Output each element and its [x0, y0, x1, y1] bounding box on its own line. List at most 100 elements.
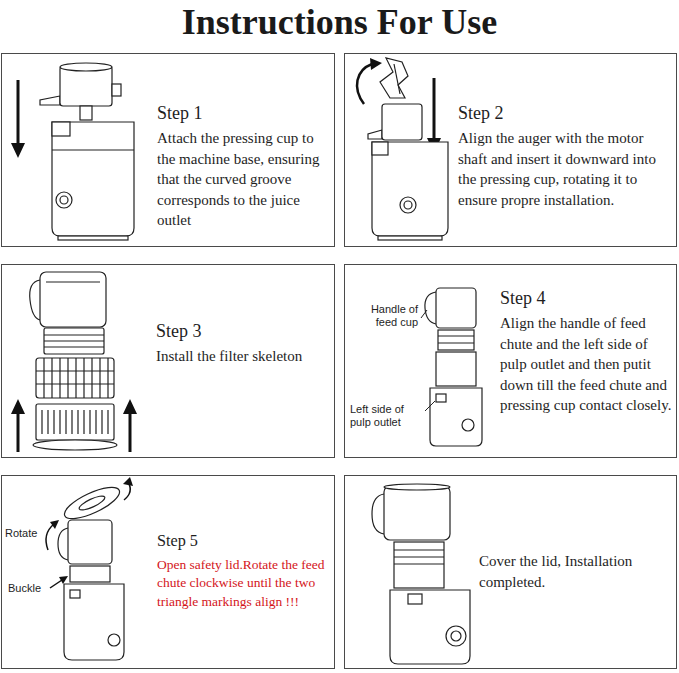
- step1-illustration: [60, 196, 68, 204]
- step-heading: Step 2: [458, 102, 674, 124]
- step2-illustration: [404, 201, 412, 209]
- step2-illustration: [380, 58, 408, 98]
- step-panel: Step 1Attach the pressing cup to the mac…: [1, 53, 335, 247]
- step3-illustration: [123, 399, 137, 414]
- step4-illustration: [425, 292, 436, 324]
- step3-illustration: [44, 340, 104, 341]
- step4-illustration: [436, 394, 446, 402]
- step2-illustration: [357, 64, 372, 104]
- step-instruction: Install the filter skeleton: [156, 346, 330, 367]
- part-label: Left side of pulp outlet: [350, 403, 422, 429]
- step1-illustration: [56, 192, 72, 208]
- step6-illustration: [372, 484, 470, 664]
- step3-illustration: [36, 383, 114, 384]
- step-text: Step 5 Open safety lid.Rotate the feed ch…: [157, 532, 333, 611]
- step5-illustration: [108, 634, 120, 646]
- step1-illustration: [52, 122, 70, 136]
- step4-illustration: [436, 352, 476, 386]
- step3-illustration: [46, 281, 100, 282]
- step2-illustration: [370, 58, 382, 70]
- step-heading: Step 4: [500, 287, 674, 309]
- step-text: Step 4 Align the handle of feed chute and…: [500, 287, 674, 416]
- step4-illustration: [436, 288, 476, 328]
- step1-illustration: [40, 96, 60, 105]
- step4-illustration: [421, 288, 482, 446]
- step-instruction: Attach the pressing cup to the machine b…: [157, 128, 331, 231]
- step3-illustration: [129, 412, 132, 452]
- step4-illustration: [462, 419, 474, 431]
- step5-illustration: [70, 590, 80, 598]
- step6-illustration: [390, 590, 470, 664]
- step1-illustration: [112, 84, 121, 96]
- step3-illustration: [36, 370, 114, 371]
- step3-illustration: [33, 440, 117, 450]
- step6-illustration: [451, 631, 461, 641]
- step2-illustration: [372, 142, 388, 155]
- step3-illustration: [11, 399, 25, 414]
- step6-illustration: [408, 594, 422, 604]
- part-label: Handle of feed cup: [360, 303, 418, 329]
- step5-illustration: [46, 524, 54, 550]
- part-label: Buckle: [8, 582, 48, 595]
- part-label: Rotate: [5, 527, 45, 540]
- step1-illustration: [58, 236, 128, 240]
- step3-illustration: [17, 412, 20, 452]
- step5-illustration: [70, 566, 110, 582]
- step5-illustration: [64, 584, 124, 660]
- step5-illustration: [78, 493, 107, 512]
- page-title: Instructions For Use: [0, 0, 679, 44]
- step2-illustration: [357, 58, 448, 240]
- step2-illustration: [394, 64, 400, 94]
- step6-illustration: [372, 494, 384, 534]
- step-text: Step 3 Install the filter skeleton: [156, 320, 330, 367]
- step5-illustration: [59, 576, 68, 584]
- step2-illustration: [378, 236, 442, 240]
- step1-illustration: [11, 63, 134, 240]
- step-instruction: Cover the lid, Installation completed.: [479, 551, 673, 592]
- step4-illustration: [438, 342, 474, 343]
- step2-illustration: [368, 130, 382, 139]
- step-panel: Step 5 Open safety lid.Rotate the feed ch…: [1, 475, 335, 669]
- step4-illustration: [438, 330, 474, 350]
- step1-illustration: [17, 80, 20, 145]
- step1-illustration: [52, 122, 134, 236]
- step6-illustration: [394, 542, 444, 588]
- step-instruction: Align the handle of feed chute and the l…: [500, 313, 674, 416]
- step3-illustration: [36, 358, 114, 398]
- step-panel: Step 3 Install the filter skeleton: [1, 264, 335, 458]
- step5-illustration: [46, 477, 133, 660]
- step1-illustration: [11, 143, 25, 158]
- step2-illustration: [372, 142, 448, 236]
- step3-illustration: [42, 410, 108, 434]
- step1-illustration: [60, 66, 112, 106]
- step-instruction: Align the auger with the motor shaft and…: [458, 128, 674, 210]
- step5-illustration: [61, 481, 124, 524]
- step-heading: Step 3: [156, 320, 330, 342]
- step5-illustration: [50, 580, 62, 588]
- step6-illustration: [394, 549, 444, 550]
- step1-illustration: [80, 106, 92, 120]
- step-instruction: Open safety lid.Rotate the feed chute cl…: [157, 556, 333, 611]
- step6-illustration: [446, 626, 466, 646]
- step3-illustration: [36, 404, 114, 440]
- step6-illustration: [394, 563, 444, 564]
- step4-illustration: [430, 388, 482, 446]
- step4-illustration: [425, 401, 435, 411]
- step6-illustration: [384, 486, 450, 540]
- step4-illustration: [421, 310, 427, 318]
- step3-illustration: [30, 280, 40, 320]
- step6-illustration: [384, 484, 450, 490]
- step1-illustration: [60, 63, 112, 71]
- step2-illustration: [433, 78, 436, 140]
- step-heading: Step 5: [157, 532, 333, 552]
- step5-illustration: [58, 528, 68, 560]
- step3-illustration: [44, 358, 108, 398]
- step6-illustration: [394, 556, 444, 557]
- step5-illustration: [50, 520, 59, 529]
- step3-illustration: [40, 272, 106, 327]
- step3-illustration: [44, 334, 104, 335]
- step2-illustration: [400, 197, 416, 213]
- step1-illustration: [52, 149, 134, 150]
- step3-illustration: [44, 346, 104, 347]
- step-text: Step 2 Align the auger with the motor sha…: [458, 102, 674, 210]
